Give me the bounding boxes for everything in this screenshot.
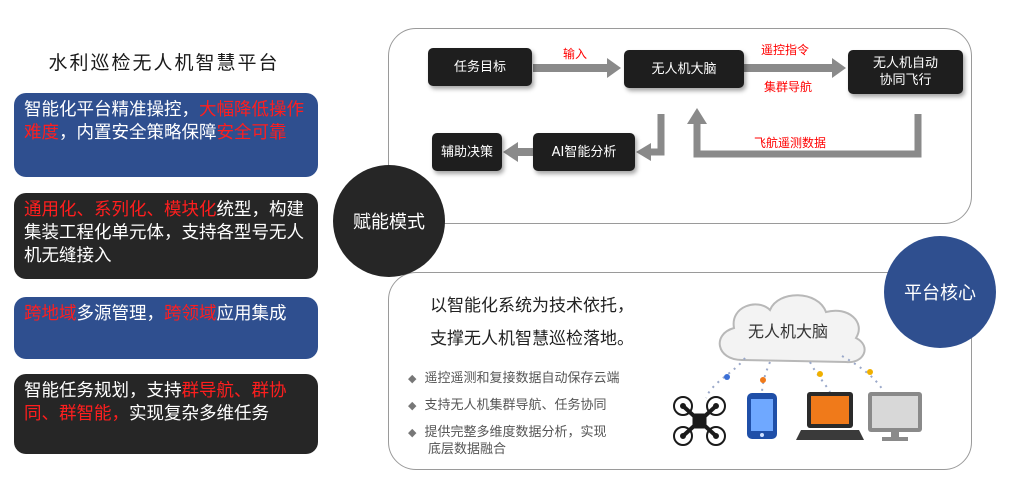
diamond-icon: ◆ — [408, 372, 417, 385]
feature-card-4-segment: 智能任务规划，支持 — [24, 381, 182, 401]
core-bullet-2-text: 支持无人机集群导航、任务协同 — [424, 398, 607, 413]
core-panel — [388, 272, 972, 470]
core-bullet-1-text: 遥控遥测和复接数据自动保存云端 — [424, 371, 620, 386]
drone-icon — [673, 396, 726, 446]
label-telemetry: 飞航遥测数据 — [754, 136, 827, 150]
feature-card-4-segment: 群导航、群协同、群智能， — [24, 381, 287, 424]
node-auto-flight: 无人机自动 协同飞行 — [848, 50, 963, 94]
badge-empower: 赋能模式 — [333, 165, 445, 277]
remote-command-arrow — [744, 58, 846, 78]
feature-card-1-segment: 智能化平台精准操控， — [24, 100, 199, 120]
diamond-icon: ◆ — [408, 399, 417, 412]
core-line-2: 支撑无人机智慧巡检落地。 — [430, 329, 634, 349]
feature-card-3-segment: 跨地域 — [24, 304, 77, 324]
badge-core: 平台核心 — [884, 236, 996, 348]
analysis-arrow — [650, 114, 665, 156]
node-ai-analysis: AI智能分析 — [533, 133, 635, 171]
feature-card-2-segment: 通用化、系列化、模块化 — [24, 200, 217, 220]
monitor-icon — [868, 392, 922, 441]
label-swarm-nav: 集群导航 — [764, 80, 813, 94]
feature-card-3: 跨地域多源管理，跨领域应用集成 — [14, 297, 318, 359]
decision-arrow — [503, 142, 533, 162]
feature-card-3-segment: 应用集成 — [216, 304, 287, 324]
core-bullet-3-cont: 底层数据融合 — [428, 442, 507, 457]
feature-card-1-segment: 大幅降低操作难度 — [24, 100, 304, 143]
phone-icon — [747, 393, 777, 439]
label-remote-cmd: 遥控指令 — [761, 43, 810, 57]
analysis-arrow-head — [636, 143, 651, 161]
telemetry-arrow-head — [687, 108, 707, 124]
core-bullet-3: ◆ 提供完整多维度数据分析，实现 — [408, 424, 606, 441]
cloud-icon — [718, 294, 866, 364]
node-task-goal: 任务目标 — [428, 48, 532, 86]
telemetry-arrow — [693, 114, 922, 158]
laptop-icon — [796, 392, 864, 440]
feature-card-1: 智能化平台精准操控，大幅降低操作难度，内置安全策略保障安全可靠 — [14, 93, 318, 177]
input-arrow — [533, 58, 621, 78]
label-input: 输入 — [563, 47, 588, 61]
feature-card-3-segment: 跨领域 — [164, 304, 217, 324]
feature-card-2-segment: 统型，构建集装工程化单元体，支持各型号无人机无缝接入 — [24, 200, 304, 266]
feature-card-1-segment: ，内置安全策略保障 — [59, 123, 217, 143]
core-line-1: 以智能化系统为技术依托， — [430, 296, 634, 316]
core-bullet-2: ◆ 支持无人机集群导航、任务协同 — [408, 397, 606, 414]
node-uav-brain: 无人机大脑 — [624, 50, 744, 88]
cloud-label: 无人机大脑 — [748, 322, 829, 341]
node-auto-flight-line1: 无人机自动 — [872, 56, 938, 71]
node-auto-flight-line2: 协同飞行 — [879, 73, 932, 88]
feature-card-2: 通用化、系列化、模块化统型，构建集装工程化单元体，支持各型号无人机无缝接入 — [14, 193, 318, 279]
feature-card-3-segment: 多源管理， — [76, 304, 165, 324]
core-bullet-3-text: 提供完整多维度数据分析，实现 — [424, 425, 607, 440]
page-title: 水利巡检无人机智慧平台 — [48, 52, 280, 74]
core-bullet-1: ◆ 遥控遥测和复接数据自动保存云端 — [408, 370, 619, 387]
diamond-icon: ◆ — [408, 426, 417, 439]
feature-card-4: 智能任务规划，支持群导航、群协同、群智能，实现复杂多维任务 — [14, 374, 318, 454]
feature-card-4-segment: 实现复杂多维任务 — [129, 404, 269, 424]
feature-card-1-segment: 安全可靠 — [216, 123, 287, 143]
node-decision: 辅助决策 — [432, 133, 502, 171]
